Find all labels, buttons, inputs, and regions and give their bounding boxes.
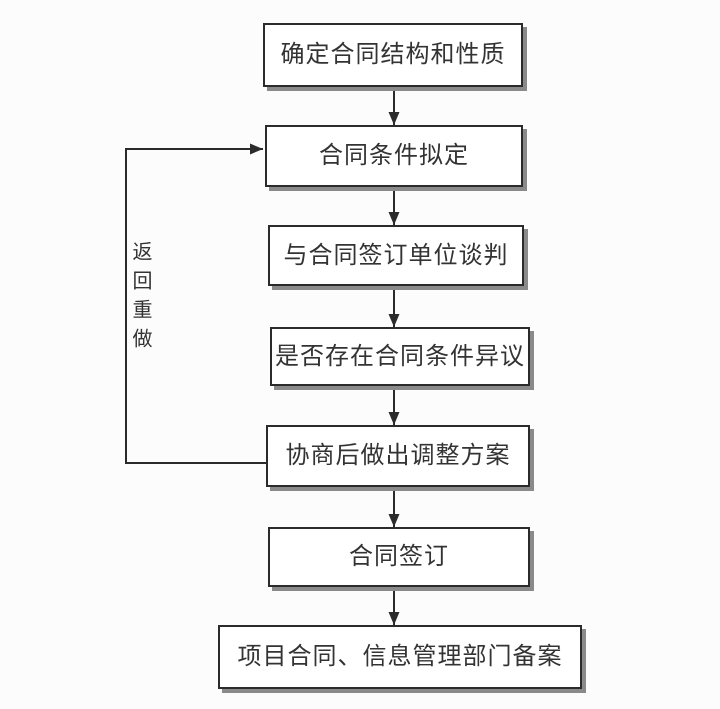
flow-node-condition-objection-check: 是否存在合同条件异议 [270, 327, 530, 386]
flow-node-contract-signing: 合同签订 [268, 527, 530, 587]
flow-node-adjustment-plan: 协商后做出调整方案 [266, 425, 530, 487]
flow-node-determine-contract-structure: 确定合同结构和性质 [263, 23, 523, 87]
feedback-loop-label: 返回重做 [129, 241, 151, 357]
flow-node-filing-with-departments: 项目合同、信息管理部门备案 [218, 625, 582, 689]
flow-node-negotiate-with-signing-unit: 与合同签订单位谈判 [268, 225, 524, 286]
feedback-loop-line [125, 143, 266, 464]
flow-node-draft-contract-conditions: 合同条件拟定 [265, 125, 523, 187]
